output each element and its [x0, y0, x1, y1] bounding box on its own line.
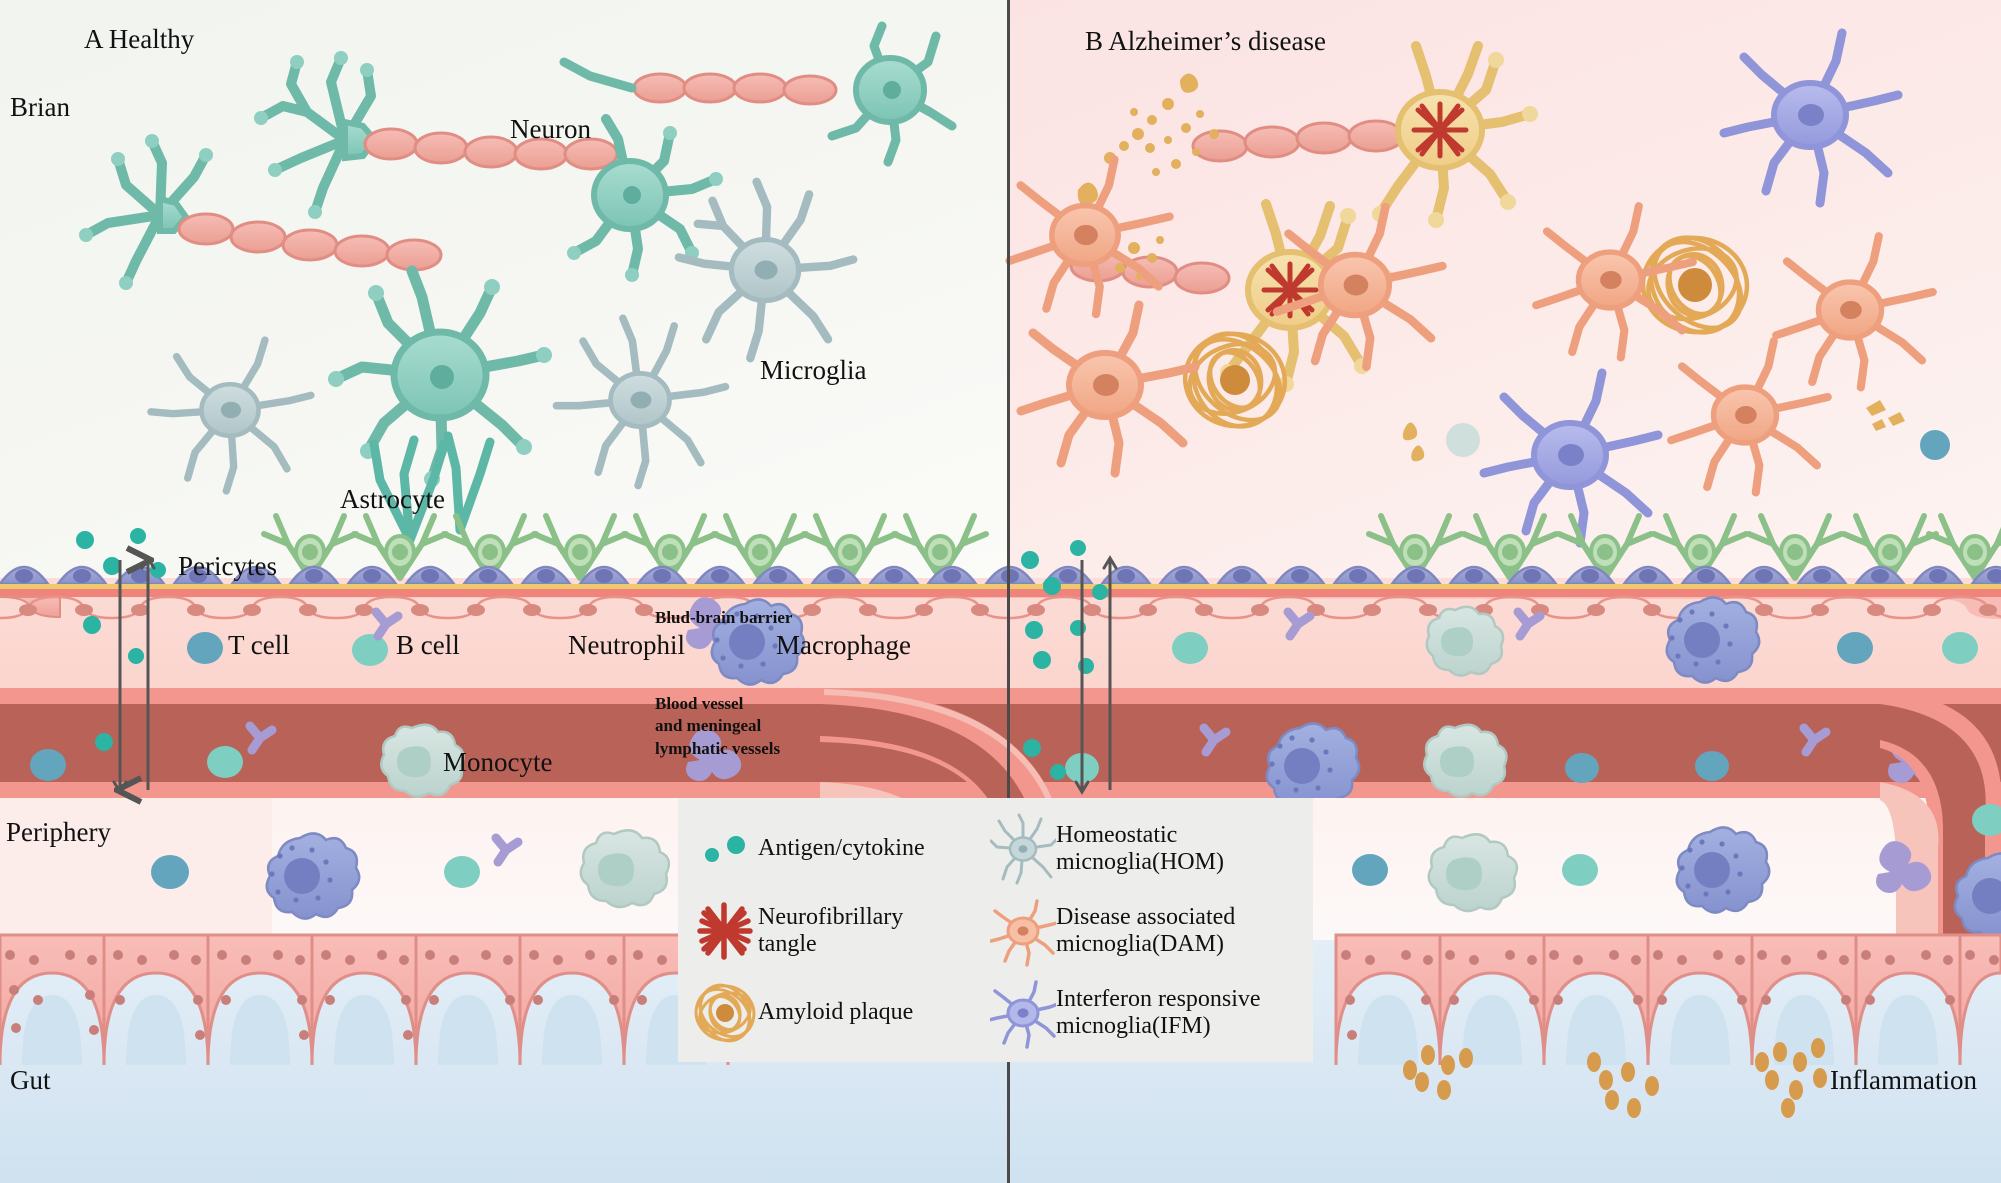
legend-label-hom-line-2: micnoglia(HOM) — [1056, 849, 1224, 875]
label-blood-vessel: Blood vessel and meningeal lymphatic ves… — [655, 693, 830, 760]
interferon-responsive-microglia-icon — [987, 977, 1060, 1049]
homeostatic-microglia-icon — [989, 813, 1059, 885]
label-pericytes: Pericytes — [178, 551, 277, 581]
brain-parenchyma-band — [0, 578, 2001, 688]
legend-label-tangle-line-2: tangle — [758, 931, 817, 957]
brain-region-alzheimers — [1008, 0, 2001, 578]
label-t-cell: T cell — [228, 630, 290, 660]
label-macrophage: Macrophage — [776, 630, 911, 660]
legend-label-homeostatic-microglia: Homeostatic micnoglia(HOM) — [1056, 822, 1224, 877]
row-label-periphery: Periphery — [6, 817, 111, 847]
legend-column-left: Antigen/cytokine Neurofibrillary tangle — [692, 808, 992, 1054]
label-neuron: Neuron — [510, 114, 591, 144]
panel-divider — [1007, 0, 1010, 1183]
legend-label-ifm-line-1: Interferon responsive — [1056, 985, 1261, 1012]
label-inflammation: Inflammation — [1830, 1065, 1977, 1095]
amyloid-plaque-icon — [692, 977, 758, 1049]
label-blood-vessel-line-2: and meningeal — [655, 716, 762, 736]
label-microglia: Microglia — [760, 355, 867, 385]
legend-item-amyloid-plaque[interactable]: Amyloid plaque — [692, 972, 992, 1054]
legend-item-disease-associated-microglia[interactable]: Disease associated micnoglia(DAM) — [989, 890, 1310, 972]
label-astrocyte: Astrocyte — [340, 484, 445, 514]
legend-label-hom-line-1: Homeostatic — [1056, 821, 1178, 848]
legend-item-interferon-responsive-microglia[interactable]: Interferon responsive micnoglia(IFM) — [987, 972, 1310, 1054]
neurofibrillary-tangle-icon — [692, 895, 758, 967]
label-blood-brain-barrier: Blud-brain barrier — [655, 608, 793, 627]
legend-label-antigen-cytokine: Antigen/cytokine — [758, 835, 925, 862]
legend-label-disease-associated-microglia: Disease associated micnoglia(DAM) — [1056, 904, 1235, 959]
legend-column-right: Homeostatic micnoglia(HOM) Disease assoc — [987, 808, 1310, 1054]
antigen-cytokine-icon — [692, 813, 758, 885]
legend-label-neurofibrillary-tangle: Neurofibrillary tangle — [758, 904, 903, 959]
row-label-brain: Brian — [10, 92, 70, 122]
legend-label-tangle-line-1: Neurofibrillary — [758, 903, 904, 930]
blood-vessel — [0, 688, 2001, 798]
legend-label-interferon-responsive-microglia: Interferon responsive micnoglia(IFM) — [1056, 986, 1261, 1041]
panel-b-title: B Alzheimer’s disease — [1085, 26, 1326, 56]
legend-label-amyloid-plaque: Amyloid plaque — [758, 999, 914, 1026]
legend-label-ifm-line-2: micnoglia(IFM) — [1056, 1013, 1211, 1039]
legend-label-dam-line-2: micnoglia(DAM) — [1056, 931, 1224, 957]
legend-item-homeostatic-microglia[interactable]: Homeostatic micnoglia(HOM) — [989, 808, 1310, 890]
legend-panel: Antigen/cytokine Neurofibrillary tangle — [678, 798, 1313, 1062]
label-neutrophil: Neutrophil — [568, 630, 685, 660]
panel-a-title: A Healthy — [84, 24, 195, 54]
label-b-cell: B cell — [396, 630, 460, 660]
label-blood-vessel-line-3: lymphatic vessels — [655, 738, 781, 758]
label-blood-vessel-line-1: Blood vessel — [655, 694, 744, 713]
brain-region-healthy — [0, 0, 1008, 578]
parenchyma-fill — [0, 578, 2001, 688]
row-label-gut: Gut — [10, 1065, 51, 1095]
legend-label-dam-line-1: Disease associated — [1056, 903, 1236, 930]
legend-item-antigen-cytokine[interactable]: Antigen/cytokine — [692, 808, 992, 890]
label-monocyte: Monocyte — [443, 747, 553, 777]
vessel-lumen — [0, 704, 2001, 782]
disease-associated-microglia-icon — [989, 895, 1059, 967]
legend-item-neurofibrillary-tangle[interactable]: Neurofibrillary tangle — [692, 890, 992, 972]
